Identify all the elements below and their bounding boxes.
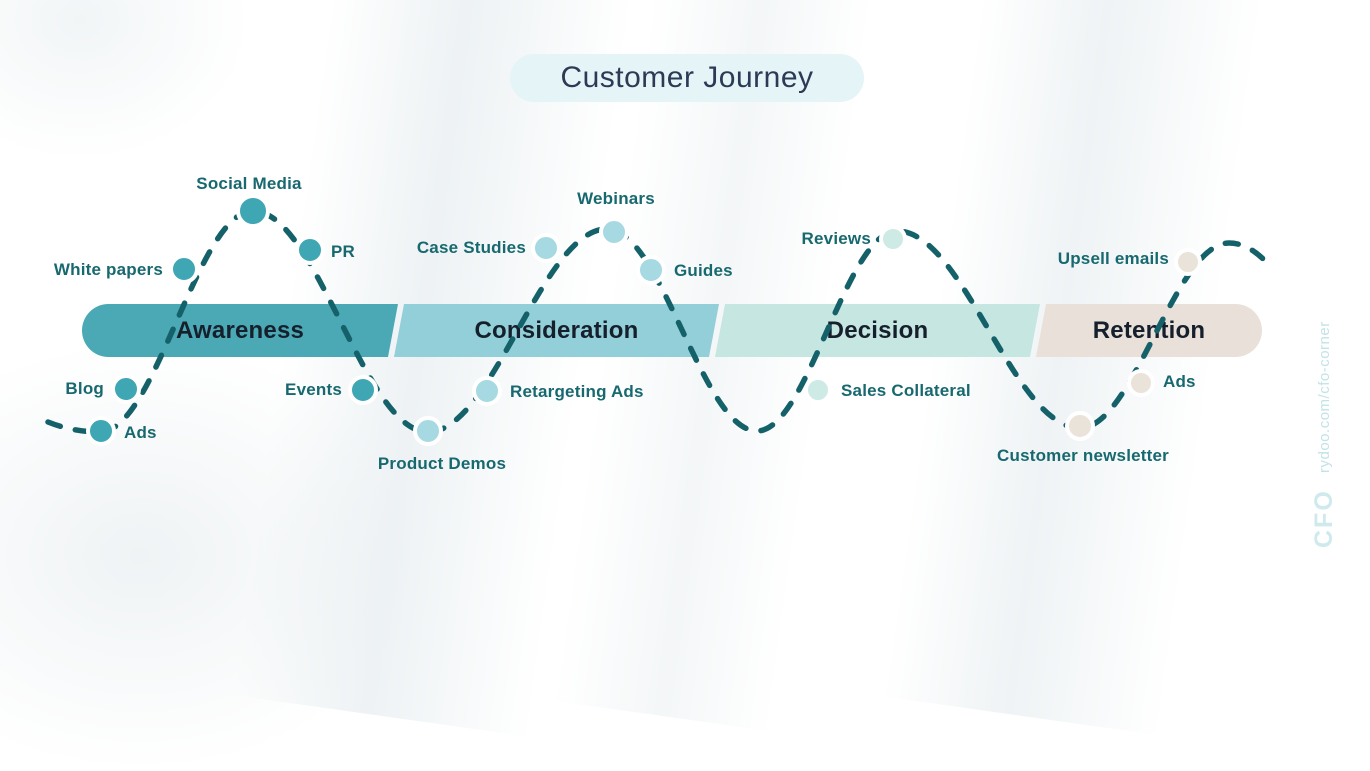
touchpoint-dot-social-media [236,194,270,228]
touchpoint-label-events: Events [285,380,342,399]
touchpoint-dot-pr [295,235,325,265]
touchpoint-label-ads-retention: Ads [1163,372,1196,391]
stage-bar-retention: Retention [1036,304,1262,357]
stage-label-decision: Decision [826,316,929,344]
touchpoint-dot-events [348,375,378,405]
touchpoint-label-white-papers: White papers [53,260,163,279]
touchpoint-dot-sales-collateral [804,376,832,404]
touchpoint-label-upsell-emails: Upsell emails [1057,249,1169,268]
page-title: Customer Journey [560,61,814,94]
touchpoint-dot-reviews [879,225,907,253]
touchpoint-dot-case-studies [531,233,561,263]
journey-wave [45,194,1270,446]
watermark-url: rydoo.com/cfo-corner [1316,321,1333,473]
stage-label-awareness: Awareness [175,316,305,344]
touchpoint-dot-ads-awareness [86,416,116,446]
touchpoint-dot-white-papers [169,254,199,284]
touchpoint-label-product-demos: Product Demos [377,454,507,473]
touchpoint-label-reviews: Reviews [801,229,871,248]
stage-bar-awareness: Awareness [82,304,398,357]
customer-journey-diagram: Customer Journey Awareness Consideration… [0,0,1338,771]
cfo-logo: CFO [1310,489,1338,548]
touchpoint-label-customer-newsletter: Customer newsletter [997,446,1169,465]
touchpoint-label-ads-awareness: Ads [124,423,157,442]
touchpoint-label-sales-collateral: Sales Collateral [841,381,971,400]
touchpoint-label-social-media: Social Media [196,174,302,193]
stage-bar-consideration: Consideration [394,304,719,357]
touchpoint-dot-webinars [599,217,629,247]
touchpoint-dot-blog [111,374,141,404]
stage-label-consideration: Consideration [474,316,639,344]
touchpoint-dot-guides [636,255,666,285]
touchpoint-dot-retargeting-ads [472,376,502,406]
background-wash [0,0,250,160]
touchpoint-dot-upsell-emails [1174,248,1202,276]
touchpoint-dot-product-demos [413,416,443,446]
touchpoint-label-blog: Blog [65,379,104,398]
journey-wave-path [45,208,1270,435]
stage-bar-decision: Decision [715,304,1040,357]
touchpoint-label-retargeting-ads: Retargeting Ads [510,382,644,401]
touchpoint-label-guides: Guides [674,261,733,280]
touchpoint-dot-ads-retention [1127,369,1155,397]
title-pill: Customer Journey [510,54,864,102]
touchpoint-label-pr: PR [331,242,356,261]
touchpoint-dot-customer-newsletter [1065,411,1095,441]
stage-label-retention: Retention [1092,316,1206,344]
touchpoint-label-webinars: Webinars [577,189,655,208]
touchpoint-label-case-studies: Case Studies [416,238,526,257]
